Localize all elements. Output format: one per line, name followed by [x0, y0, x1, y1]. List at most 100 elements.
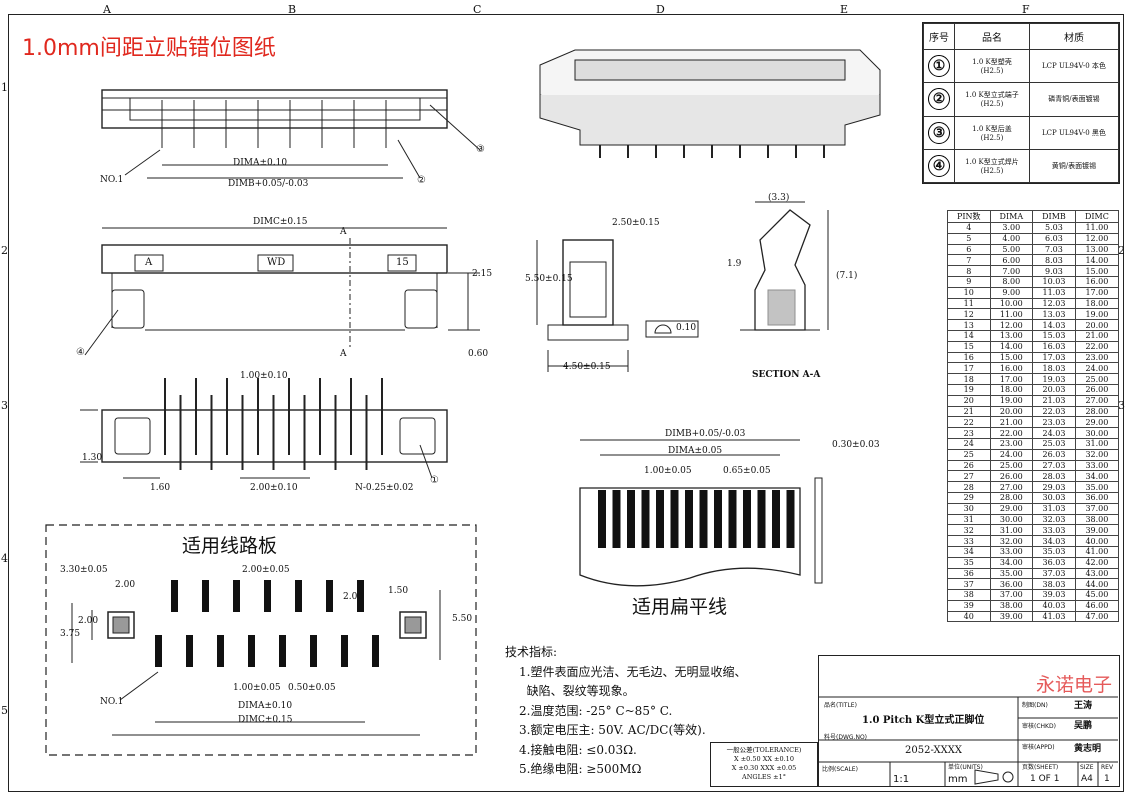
part-no-4: ④: [928, 154, 950, 177]
pin-table-cell: 40: [947, 610, 991, 623]
pin-table-cell: 7.00: [989, 265, 1034, 277]
ffc-conductor: [685, 490, 693, 548]
tb-unit: mm: [948, 774, 968, 785]
callout-3-top: ③: [476, 144, 485, 155]
pcb-no1: NO.1: [100, 697, 124, 707]
pcb-pad: [155, 635, 162, 667]
pin-table-cell: 10.00: [989, 297, 1034, 310]
pin-table-cell: 16: [947, 351, 991, 364]
pin-table-cell: 15.03: [1032, 329, 1076, 342]
pin-table-cell: 25: [947, 448, 991, 461]
pin-table-cell: 16.00: [1074, 275, 1120, 288]
tolerance-row: ANGLES ±1°: [742, 773, 786, 781]
pin-table-cell: 27.00: [1074, 394, 1120, 407]
pin-table-cell: 30: [947, 502, 991, 515]
pcb-pad: [279, 635, 286, 667]
pin-table-cell: 11: [947, 297, 991, 310]
tb-sheet: 1 OF 1: [1030, 774, 1060, 784]
ffc-conductor: [728, 490, 737, 548]
part-no-2: ②: [928, 88, 950, 111]
pin-table-cell: 30.03: [1032, 491, 1076, 504]
zone-3: 3: [1, 399, 8, 412]
ffc-conductor: [612, 490, 621, 548]
pin-table-cell: 34.03: [1032, 535, 1076, 547]
side-view: [536, 239, 699, 372]
pin-table-cell: 8: [947, 265, 991, 277]
tb-name-label: 品名(TITLE): [824, 702, 857, 709]
section-aa-label: SECTION A-A: [752, 370, 821, 380]
tb-chkd: 吴鹏: [1074, 721, 1093, 731]
pin-table-cell: 6: [947, 243, 991, 256]
pin-table-cell: 25.03: [1032, 437, 1076, 450]
pin-table-cell: 9.00: [989, 286, 1034, 299]
pin-table-cell: 30.00: [989, 513, 1034, 526]
company-watermark: 永诺电子: [1036, 674, 1113, 696]
ffc-100: 1.00±0.05: [644, 466, 692, 476]
parts-header-name: 品名: [954, 23, 1030, 50]
section-a-top: A: [340, 227, 347, 237]
pin-table-cell: 6.03: [1032, 232, 1076, 245]
tb-chkd-label: 审核(CHKD): [1022, 723, 1056, 730]
pin-table-cell: 31.03: [1032, 502, 1076, 515]
dim-550-side: 5.50±0.15: [525, 274, 573, 284]
ffc-cable: [579, 439, 823, 587]
pin-table-cell: 44.00: [1074, 578, 1120, 591]
pin-table-cell: 8.00: [989, 275, 1034, 288]
front-view: [84, 227, 480, 356]
pcb-pad: [357, 580, 364, 612]
pcb-200a: 2.00: [115, 580, 136, 590]
dim-19: 1.9: [727, 259, 742, 269]
pcb-title: 适用线路板: [182, 535, 278, 557]
pin-table-cell: 26: [947, 459, 991, 472]
pin-table-cell: 43.00: [1074, 567, 1120, 580]
pcb-050: 0.50±0.05: [288, 683, 336, 693]
pcb-550: 5.50: [452, 614, 473, 624]
parts-header-no: 序号: [923, 23, 955, 50]
part-material-2: 磷青铜/表面镀锡: [1028, 82, 1120, 117]
ffc-dima: DIMA±0.05: [668, 446, 723, 456]
drawing-frame: [8, 14, 1124, 792]
tb-name: 1.0 Pitch K型立式正脚位: [862, 715, 985, 726]
pcb-375: 3.75: [60, 629, 81, 639]
pin-table-cell: 30.00: [1074, 427, 1120, 439]
pin-table-cell: 13.00: [1074, 243, 1120, 256]
zone-5: 5: [1, 704, 8, 717]
pin-table-cell: 24: [947, 437, 991, 450]
drawing-title: 1.0mm间距立贴错位图纸: [22, 36, 276, 61]
pin-table-cell: 24.00: [1074, 362, 1120, 375]
zone-4: 4: [1, 552, 8, 565]
specs-title: 技术指标:: [505, 645, 558, 659]
pin-table-cell: 24.00: [989, 448, 1034, 461]
ffc-conductor: [786, 490, 795, 548]
pin-table-cell: 24.03: [1032, 427, 1076, 439]
pin-table-cell: 27.03: [1032, 459, 1076, 472]
zone-d: D: [656, 3, 665, 16]
pin-table-cell: 9: [947, 275, 991, 288]
ffc-dimb: DIMB+0.05/-0.03: [665, 429, 746, 439]
pin-table-cell: 38.00: [1074, 513, 1120, 526]
callout-2-top: ②: [417, 175, 426, 186]
pin-table-cell: 29.00: [1074, 416, 1120, 429]
pin-table-cell: 39.00: [989, 610, 1034, 623]
pin-table-cell: 14.03: [1032, 319, 1076, 331]
pcb-pad: [264, 580, 271, 612]
flatness-010: 0.10: [676, 323, 697, 333]
parts-header-material: 材质: [1028, 23, 1120, 50]
pcb-330: 3.30±0.05: [60, 565, 108, 575]
pin-table-cell: 32: [947, 524, 991, 537]
zone-a: A: [103, 3, 111, 16]
tolerance-block: 一般公差(TOLERANCE) X ±0.50 XX ±0.10 X ±0.30…: [710, 742, 818, 787]
pin-table-cell: 29: [947, 491, 991, 504]
pin-table-cell: 14.00: [989, 340, 1034, 353]
pin-table-cell: 7: [947, 254, 991, 267]
